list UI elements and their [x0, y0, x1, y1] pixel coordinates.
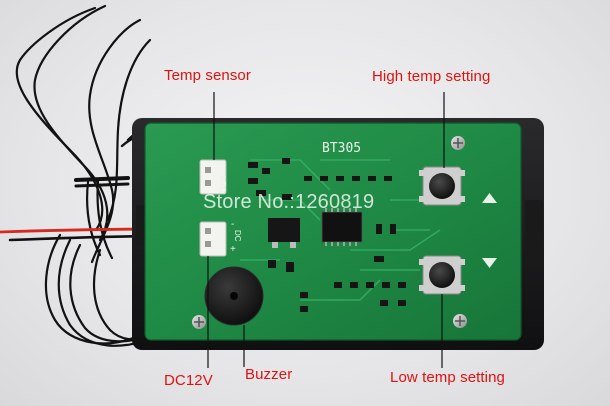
callout-lines — [207, 92, 445, 368]
microcontroller-chip — [321, 211, 363, 243]
screw — [192, 315, 206, 329]
temp-sensor-label: Temp sensor — [164, 67, 251, 84]
high-temp-button[interactable] — [419, 166, 465, 206]
buzzer-label: Buzzer — [245, 366, 293, 383]
up-arrow-icon — [482, 193, 497, 203]
dc-minus-label: - — [231, 219, 235, 230]
ntc-silk-label: NTC — [218, 176, 227, 193]
screw — [453, 314, 467, 328]
smd-components — [248, 158, 406, 312]
low-temp-setting-label: Low temp setting — [390, 369, 505, 386]
ntc-connector — [199, 159, 227, 195]
down-arrow-icon — [482, 258, 497, 268]
board-model-label: BT305 — [322, 141, 362, 156]
screw — [451, 136, 465, 150]
dc12v-label: DC12V — [164, 372, 213, 389]
dc-silk-label: DC — [233, 230, 242, 242]
buzzer — [204, 266, 264, 326]
high-temp-setting-label: High temp setting — [372, 68, 491, 85]
store-watermark: Store No.:1260819 — [203, 191, 375, 213]
low-temp-button[interactable] — [419, 255, 465, 295]
dc-connector — [199, 221, 227, 257]
regulator-chip — [268, 218, 300, 242]
dc-plus-label: + — [230, 244, 236, 255]
